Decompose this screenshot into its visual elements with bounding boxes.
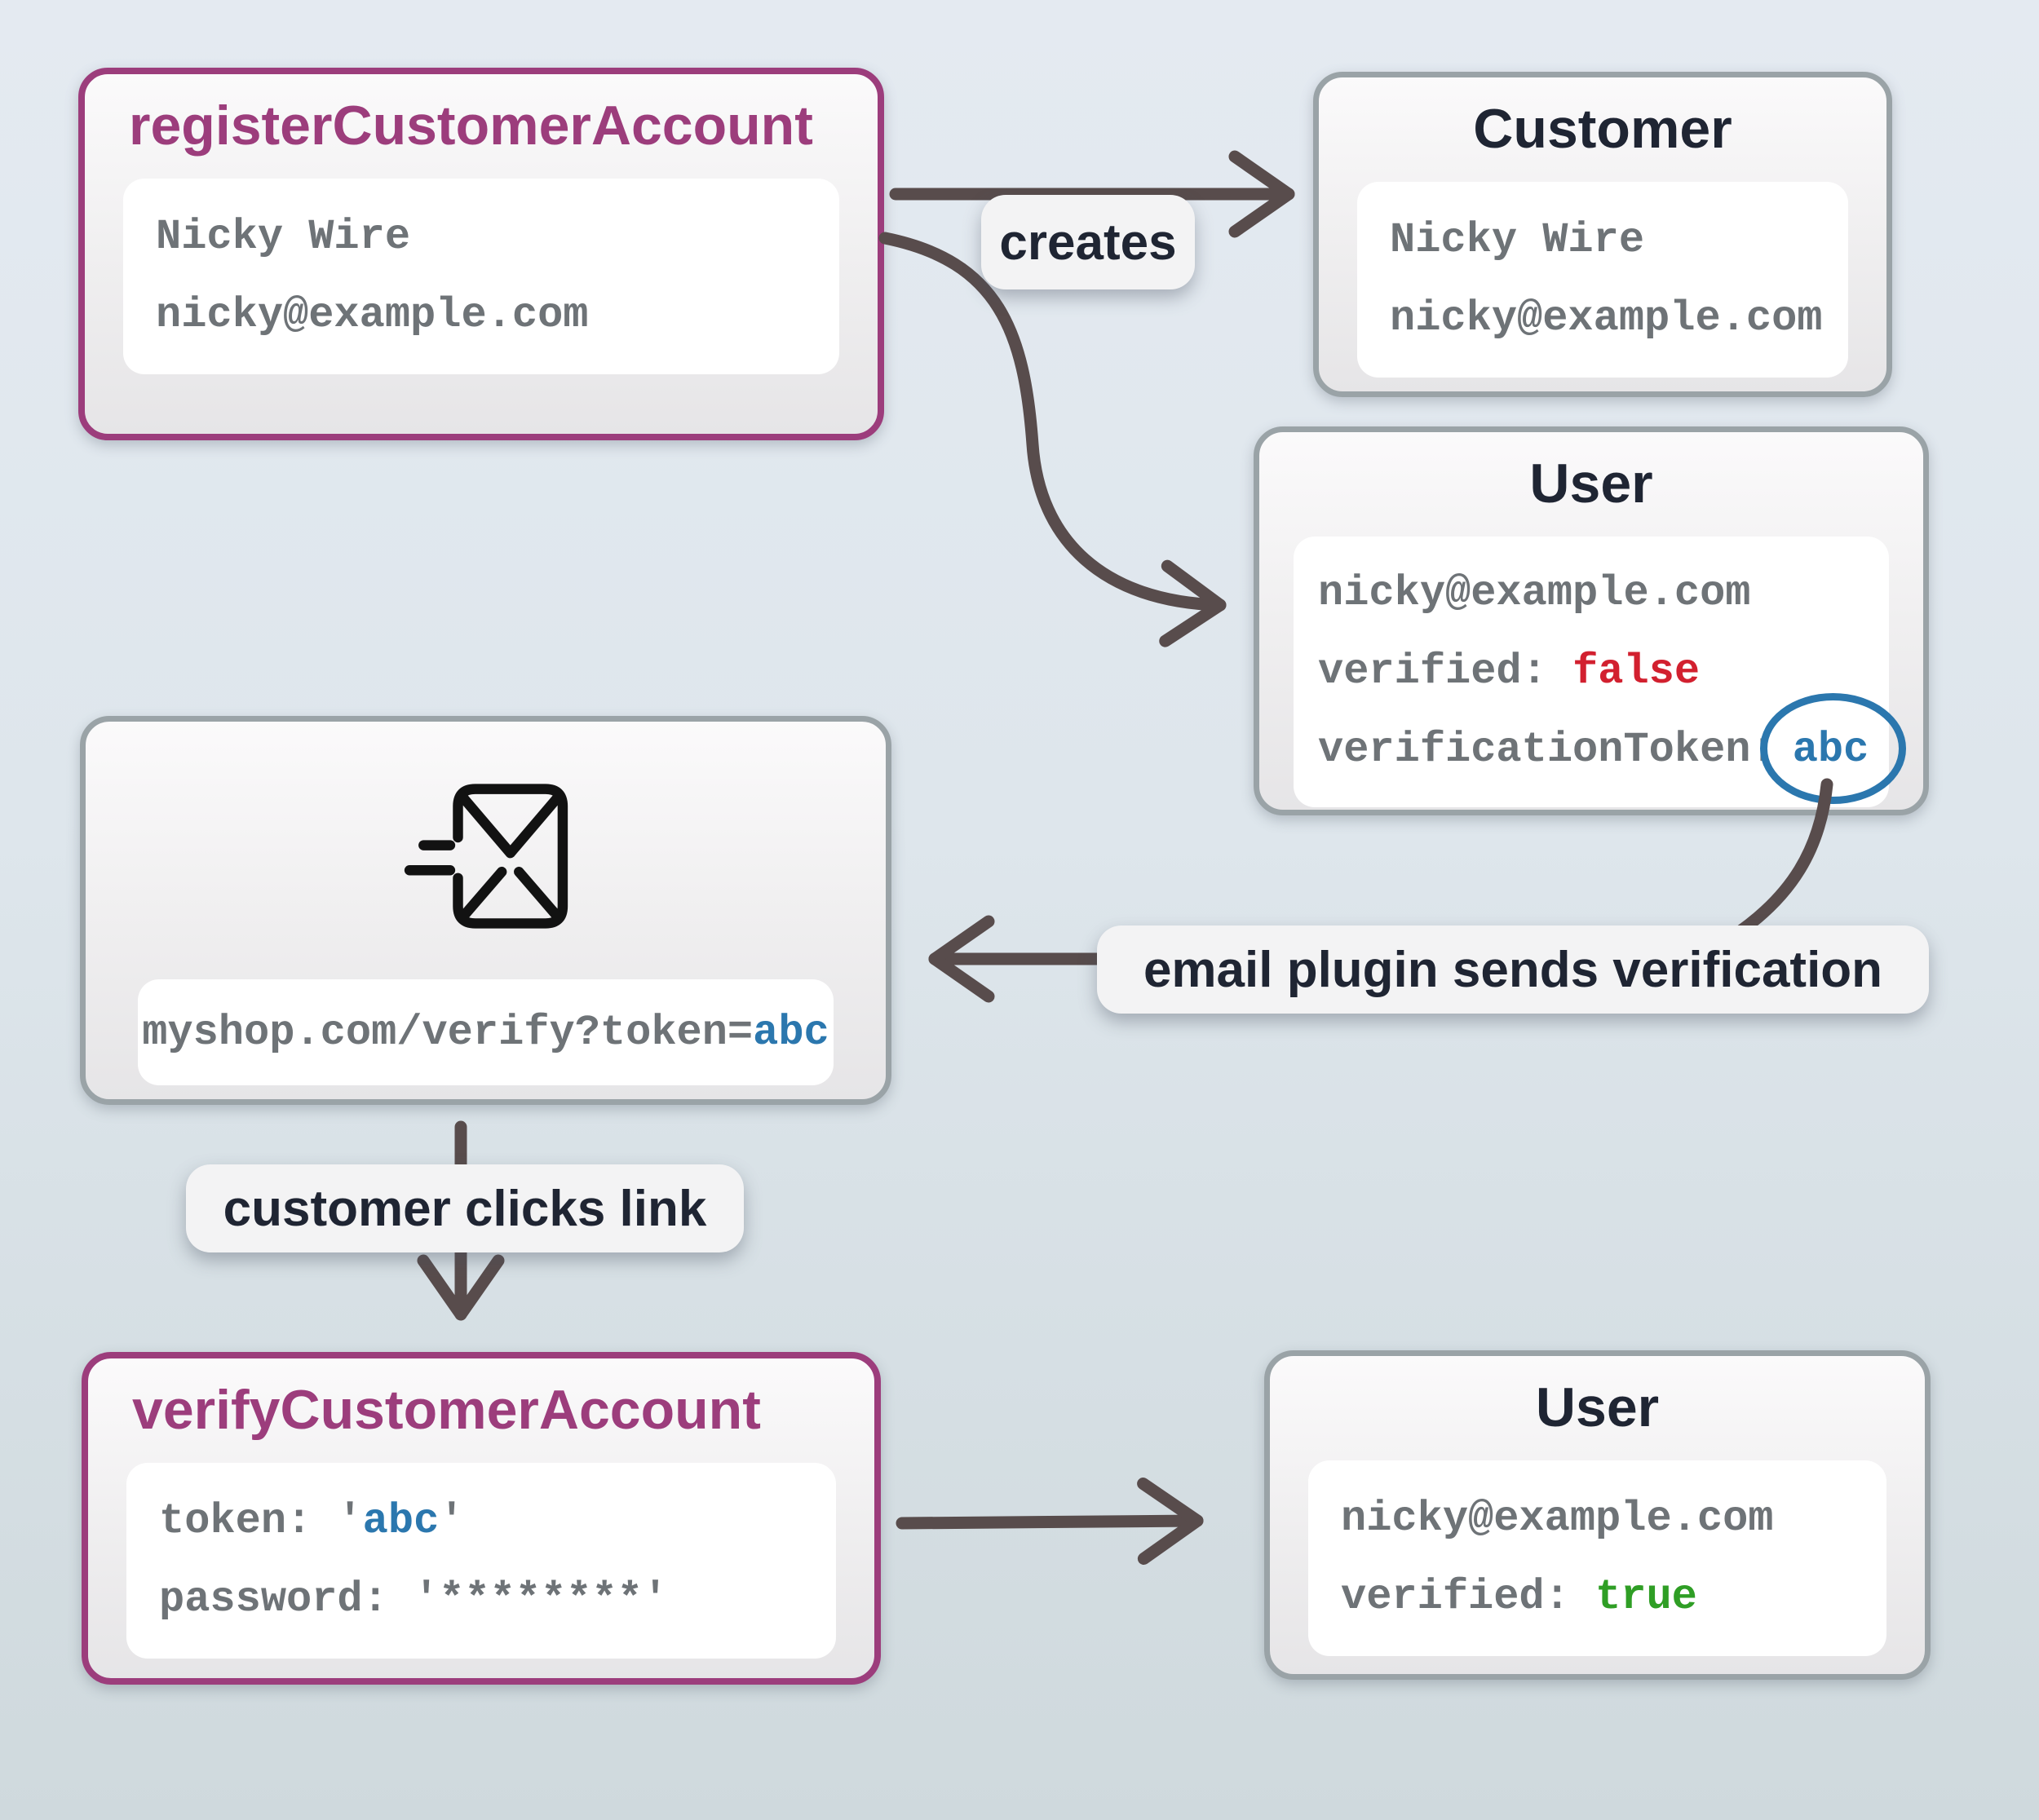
edge-label-customer-clicks: customer clicks link xyxy=(186,1164,744,1252)
edge-label-email-plugin: email plugin sends verification xyxy=(1097,925,1929,1014)
field-name: Nicky Wire xyxy=(156,213,411,261)
node-user-verified: User nicky@example.com verified: true xyxy=(1264,1350,1931,1680)
node-fields-panel: nicky@example.com verified: false verifi… xyxy=(1294,537,1906,807)
verified-false-value: false xyxy=(1572,647,1701,696)
verified-true-value: true xyxy=(1595,1573,1697,1621)
field-verified: verified: false xyxy=(1318,647,1701,696)
token-value: abc xyxy=(362,1497,440,1545)
arrow-register-to-user xyxy=(878,232,1227,647)
field-email: nicky@example.com xyxy=(1341,1495,1774,1543)
field-token: token: 'abc' xyxy=(159,1497,465,1545)
field-email: nicky@example.com xyxy=(1318,569,1751,617)
node-fields-panel: Nicky Wire nicky@example.com xyxy=(123,179,839,374)
field-verified: verified: true xyxy=(1341,1573,1697,1621)
node-verification-email: myshop.com/verify?token=abc xyxy=(80,716,891,1105)
node-verify-customer-account: verifyCustomerAccount token: 'abc' passw… xyxy=(82,1352,881,1685)
node-title: Customer xyxy=(1473,98,1732,160)
verification-url: myshop.com/verify?token=abc xyxy=(138,979,834,1085)
node-fields-panel: Nicky Wire nicky@example.com xyxy=(1357,182,1848,378)
field-name: Nicky Wire xyxy=(1390,216,1645,264)
verification-token-value-circled: abc xyxy=(1759,693,1906,804)
field-password: password: '********' xyxy=(159,1575,669,1623)
node-title: User xyxy=(1535,1376,1660,1438)
mail-send-icon xyxy=(404,784,568,929)
url-token-value: abc xyxy=(753,1008,829,1057)
node-title: User xyxy=(1529,453,1653,515)
arrow-verify-to-user xyxy=(896,1478,1204,1566)
node-title: registerCustomerAccount xyxy=(129,95,813,157)
node-fields-panel: token: 'abc' password: '********' xyxy=(126,1463,836,1659)
node-register-customer-account: registerCustomerAccount Nicky Wire nicky… xyxy=(78,68,884,440)
node-customer: Customer Nicky Wire nicky@example.com xyxy=(1313,72,1892,397)
field-verification-token: verificationToken:abc xyxy=(1318,693,1906,804)
node-user-unverified: User nicky@example.com verified: false v… xyxy=(1254,426,1929,815)
node-title: verifyCustomerAccount xyxy=(132,1379,761,1441)
edge-label-creates: creates xyxy=(981,195,1195,289)
node-fields-panel: nicky@example.com verified: true xyxy=(1308,1460,1886,1656)
field-email: nicky@example.com xyxy=(156,291,589,339)
field-email: nicky@example.com xyxy=(1390,294,1823,342)
